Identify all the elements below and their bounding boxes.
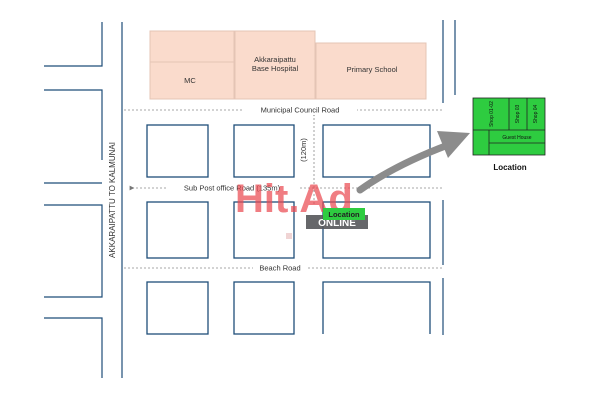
hospital-label-line2: Base Hospital <box>252 64 299 73</box>
top-buildings: MC Akkaraipattu Base Hospital Primary Sc… <box>149 30 427 100</box>
block <box>233 281 295 335</box>
school-building <box>315 42 427 100</box>
dashed-roads <box>124 109 442 269</box>
block <box>322 281 431 334</box>
block <box>322 124 431 178</box>
block <box>233 201 295 259</box>
mc-annex <box>149 30 235 63</box>
road-labels: Municipal Council Road Beach Road Sub Po… <box>108 104 357 273</box>
mc-label: MC <box>184 76 196 85</box>
inset-shop-c: Shop 04 <box>533 104 539 123</box>
block <box>146 201 209 259</box>
left-road-lines <box>44 22 123 378</box>
block <box>146 281 209 335</box>
sub-post-road-label: Sub Post office Road (135m) <box>184 184 281 193</box>
block <box>233 124 295 178</box>
location-marker-label: Location <box>328 210 360 219</box>
beach-road-label: Beach Road <box>259 264 300 273</box>
municipal-road-label: Municipal Council Road <box>261 106 340 115</box>
hospital-building <box>234 30 316 100</box>
small-square <box>286 233 292 239</box>
inset-shop-b: Shop 03 <box>515 104 521 123</box>
side-road-distance: (120m) <box>299 138 308 162</box>
inset-shop-a: Shop 01-02 <box>489 101 495 127</box>
block <box>146 124 209 178</box>
inset-plot: Shop 01-02 Shop 03 Shop 04 Guest House L… <box>472 97 546 172</box>
pointer-arrow <box>356 131 470 194</box>
block <box>322 201 431 259</box>
location-marker: Location <box>286 208 365 239</box>
inset-caption: Location <box>493 163 526 172</box>
watermark-sub: ONLINE <box>318 218 356 229</box>
hitad-watermark: Hit.Ad ONLINE <box>235 177 368 229</box>
hospital-label-line1: Akkaraipattu <box>254 55 296 64</box>
inset-guest-house: Guest House <box>502 135 531 141</box>
school-label: Primary School <box>347 65 398 74</box>
main-road-label: AKKARAIPATTU TO KALMUNAI <box>108 142 117 258</box>
right-road-lines <box>442 20 456 335</box>
city-blocks <box>146 124 431 335</box>
